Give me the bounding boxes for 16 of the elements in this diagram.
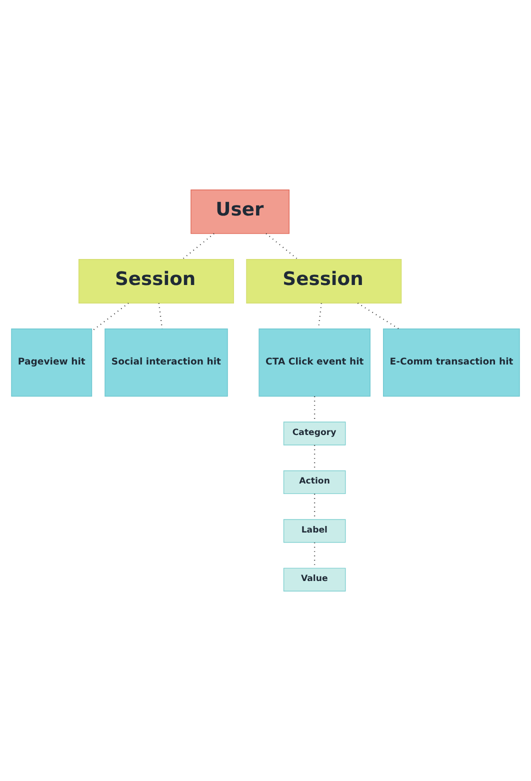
node-box: Session (246, 259, 402, 304)
connector (357, 302, 399, 330)
node-box: Category (283, 422, 346, 446)
node-box: Session (78, 259, 234, 304)
connector (92, 302, 129, 332)
node-box: CTA Click event hit (258, 328, 370, 397)
connector (158, 303, 163, 329)
connector (182, 233, 214, 260)
node-box: Action (283, 470, 346, 494)
node-box: Label (283, 519, 346, 543)
connector (266, 233, 298, 260)
node-box: E-Comm transaction hit (383, 328, 520, 397)
node-box: User (190, 190, 290, 234)
node-box: Pageview hit (11, 328, 92, 397)
node-box: Value (283, 568, 346, 592)
node-box: Social interaction hit (104, 328, 228, 397)
